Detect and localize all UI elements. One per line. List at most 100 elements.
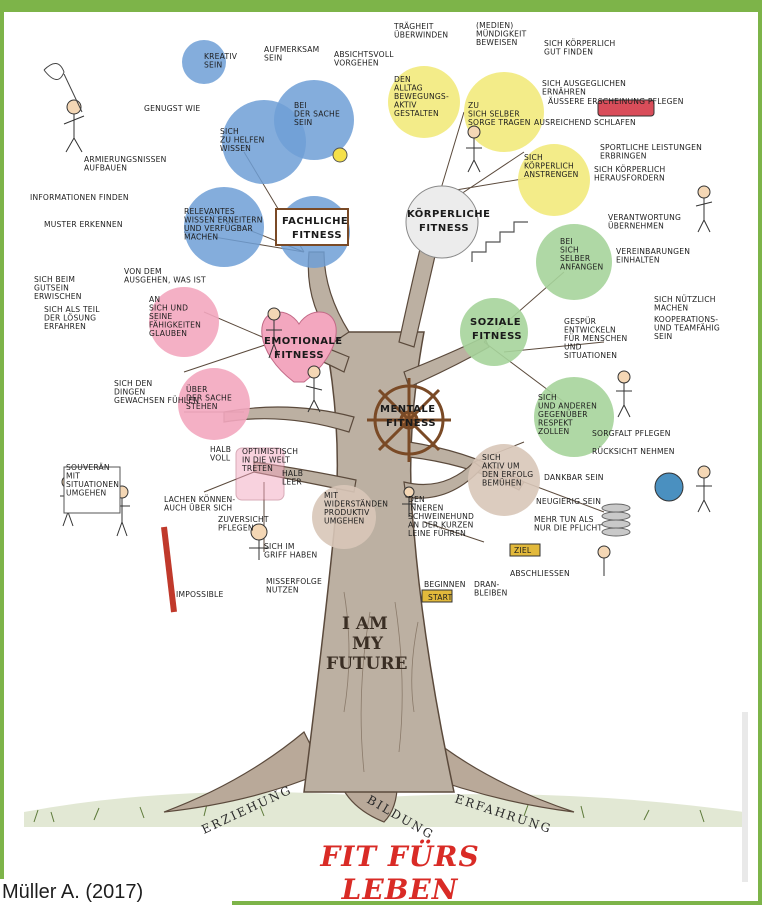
branch-label-line: SITUATIONEN	[564, 351, 617, 360]
area-mentale-label: MENTALE	[380, 404, 436, 415]
branch-label-line: ANFANGEN	[560, 263, 603, 272]
side-credit-strip	[742, 712, 748, 882]
branch-label-line: ERNÄHREN	[542, 88, 586, 97]
branch-label-line: PFLEGEN	[218, 524, 254, 533]
branch-label-line: DANKBAR SEIN	[544, 473, 604, 482]
area-emotionale-label-2: FITNESS	[274, 350, 324, 361]
branch-label-line: SORGE TRAGEN	[468, 118, 531, 127]
branch-label-line: SEIN	[204, 61, 222, 70]
branch-label-line: GENUGST WIE	[144, 104, 200, 113]
branch-label-line: STEHEN	[186, 402, 218, 411]
branch-label-line: START	[428, 593, 453, 602]
globe-icon	[655, 473, 683, 501]
branch-label-line: RÜCKSICHT NEHMEN	[592, 447, 675, 456]
area-soziale-label-2: FITNESS	[472, 331, 522, 342]
branch-label-line: ÄUSSERE ERSCHEINUNG PFLEGEN	[548, 97, 684, 106]
branch-label-mentale: DRAN-BLEIBEN	[474, 580, 508, 598]
branch-label-line: MACHEN	[184, 233, 218, 242]
branch-label-soziale: RÜCKSICHT NEHMEN	[592, 447, 675, 456]
branch-label-mentale: BEGINNEN	[424, 580, 466, 589]
branch-label-emotionale: IMPOSSIBLE	[176, 590, 223, 599]
branch-label-mentale: START	[428, 593, 453, 602]
branch-label-line: BEGINNEN	[424, 580, 466, 589]
branch-label-line: VORGEHEN	[334, 59, 379, 68]
branch-label-line: TRETEN	[241, 464, 273, 473]
branch-label-line: NEUGIERIG SEIN	[536, 497, 601, 506]
branch-label-line: HERAUSFORDERN	[594, 174, 665, 183]
branch-label-fachliche: GENUGST WIE	[144, 104, 200, 113]
trunk-line-3: FUTURE	[326, 654, 407, 674]
branch-label-line: NUTZEN	[266, 586, 299, 595]
branch-label-line: SORGFALT PFLEGEN	[592, 429, 671, 438]
branch-label-koerperliche: ÄUSSERE ERSCHEINUNG PFLEGEN	[548, 97, 684, 106]
area-mentale-label-2: FITNESS	[386, 418, 436, 429]
trunk-line-1: I AM	[342, 614, 388, 634]
lightbulb-icon	[333, 148, 347, 162]
branch-label-line: SEIN	[654, 332, 672, 341]
branch-label-line: BEMÜHEN	[482, 479, 522, 488]
footer-title: FIT FÜRS LEBEN	[270, 840, 530, 906]
branch-label-line: SEIN	[264, 54, 282, 63]
branch-label-line: AUSREICHEND SCHLAFEN	[534, 118, 636, 127]
branch-label-line: ÜBERNEHMEN	[608, 222, 664, 231]
tree-trunk	[304, 332, 454, 792]
koerperliche-ball	[406, 186, 478, 258]
branch-label-fachliche: MUSTER ERKENNEN	[44, 220, 123, 229]
branch-label-line: VOLL	[210, 454, 231, 463]
branch-label-line: WISSEN	[220, 144, 251, 153]
area-emotionale-label: EMOTIONALE	[264, 336, 343, 347]
branch-label-line: GRIFF HABEN	[264, 551, 317, 560]
branch-label-line: AUFBAUEN	[84, 164, 127, 173]
branch-label-line: ERWISCHEN	[34, 292, 82, 301]
branch-label-line: SEIN	[294, 118, 312, 127]
area-fachliche-label: FACHLICHE	[282, 216, 348, 227]
branch-label-line: EINHALTEN	[616, 256, 660, 265]
trunk-line-2: MY	[352, 634, 384, 654]
branch-label-line: ABSCHLIESSEN	[510, 569, 570, 578]
branch-label-line: MACHEN	[654, 304, 688, 313]
branch-label-line: IMPOSSIBLE	[176, 590, 223, 599]
area-koerperliche-label: KÖRPERLICHE	[407, 206, 491, 220]
branch-label-line: ZIEL	[514, 546, 532, 555]
stairs	[472, 222, 528, 262]
branch-label-fachliche: INFORMATIONEN FINDEN	[30, 193, 129, 202]
branch-label-koerperliche: AUSREICHEND SCHLAFEN	[534, 118, 636, 127]
branch-label-line: GLAUBEN	[149, 329, 187, 338]
branch-label-mentale: NEUGIERIG SEIN	[536, 497, 601, 506]
branch-label-line: GESTALTEN	[394, 109, 439, 118]
area-soziale-label: SOZIALE	[470, 317, 521, 328]
branch-label-line: ERBRINGEN	[600, 152, 647, 161]
branch-label-line: LEINE FÜHREN	[408, 529, 466, 538]
branch-label-mentale: ZIEL	[514, 546, 532, 555]
branch-label-line: LEER	[282, 478, 302, 487]
coin-stack	[602, 504, 630, 536]
impossible-pencil-icon	[164, 527, 174, 612]
branch-label-emotionale: LACHEN KÖNNEN-AUCH ÜBER SICH	[164, 495, 235, 513]
area-fachliche-label-2: FITNESS	[292, 230, 342, 241]
branch-label-soziale: SORGFALT PFLEGEN	[592, 429, 671, 438]
branch-label-soziale: DANKBAR SEIN	[544, 473, 604, 482]
fitness-tree-poster: FACHLICHE FITNESS KÖRPERLICHE FITNESS EM…	[4, 12, 758, 901]
branch-label-line: NUR DIE PFLICHT	[534, 524, 602, 533]
branch-label-line: BEWEISEN	[476, 38, 517, 47]
branch-label-line: BLEIBEN	[474, 589, 508, 598]
